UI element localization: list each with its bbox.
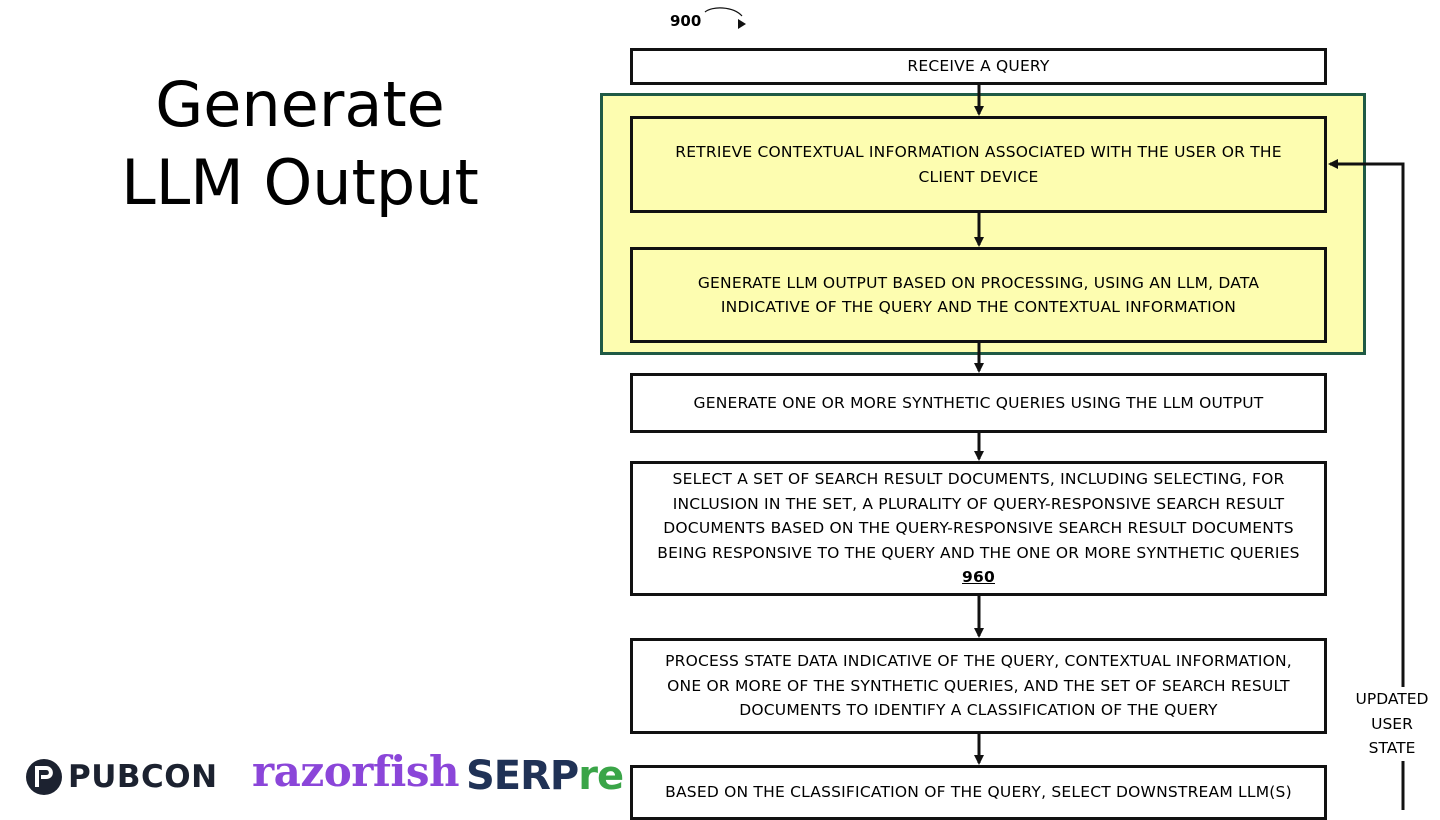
flow-step-line: PROCESS STATE DATA INDICATIVE OF THE QUE… [665,652,1292,671]
flow-step-line: INCLUSION IN THE SET, A PLURALITY OF QUE… [672,494,1285,513]
flow-step-line: GENERATE ONE OR MORE SYNTHETIC QUERIES U… [693,393,1264,412]
flow-step-line: DOCUMENTS TO IDENTIFY A CLASSIFICATION O… [739,701,1218,720]
flow-step-line: GENERATE LLM OUTPUT BASED ON PROCESSING,… [697,273,1260,292]
flow-step-960: SELECT A SET OF SEARCH RESULT DOCUMENTS,… [630,461,1327,596]
flow-step-line: BASED ON THE CLASSIFICATION OF THE QUERY… [665,783,1292,802]
serp-logo-part-1: SERP [466,753,579,799]
sponsor-logos: PUBCON razorfish SERPre [0,745,628,810]
flow-step-962: PROCESS STATE DATA INDICATIVE OF THE QUE… [630,638,1327,734]
feedback-loop-arrow [1328,159,1405,810]
slide-title-line-1: Generate [155,68,445,141]
feedback-label-line-1: UPDATED [1355,690,1429,708]
figure-number-arrowhead [738,19,746,29]
figure-number-leader [704,7,743,17]
pubcon-wordmark: PUBCON [68,759,218,795]
flow-step-line: INDICATIVE OF THE QUERY AND THE CONTEXTU… [720,298,1237,316]
feedback-label-line-3: STATE [1368,739,1416,757]
flow-step-line: BEING RESPONSIVE TO THE QUERY AND THE ON… [657,543,1300,562]
slide-title: Generate LLM Output [100,66,500,222]
flow-step-956: GENERATE LLM OUTPUT BASED ON PROCESSING,… [630,247,1327,343]
feedback-label: UPDATED USER STATE [1346,687,1438,761]
flow-step-line: RECEIVE A QUERY [907,57,1050,76]
flow-step-958: GENERATE ONE OR MORE SYNTHETIC QUERIES U… [630,373,1327,433]
pubcon-logo: PUBCON [24,757,218,797]
feedback-label-line-2: USER [1371,714,1413,733]
flow-step-line: RETRIEVE CONTEXTUAL INFORMATION ASSOCIAT… [675,143,1282,161]
razorfish-logo: razorfish [252,747,460,796]
flow-step-952: RECEIVE A QUERY [630,48,1327,85]
slide-title-line-2: LLM Output [121,146,479,219]
flow-step-line: CLIENT DEVICE [918,167,1039,186]
figure-number: 900 [670,12,702,30]
pubcon-mark-icon [26,759,62,795]
flow-step-line: ONE OR MORE OF THE SYNTHETIC QUERIES, AN… [667,676,1290,695]
flow-step-ref: 960 [962,568,995,587]
serp-logo: SERPre [466,753,624,799]
flow-step-line: SELECT A SET OF SEARCH RESULT DOCUMENTS,… [672,470,1285,489]
flow-step-954: RETRIEVE CONTEXTUAL INFORMATION ASSOCIAT… [630,116,1327,213]
serp-logo-part-2: re [578,753,624,799]
flow-step-line: DOCUMENTS BASED ON THE QUERY-RESPONSIVE … [663,519,1294,538]
